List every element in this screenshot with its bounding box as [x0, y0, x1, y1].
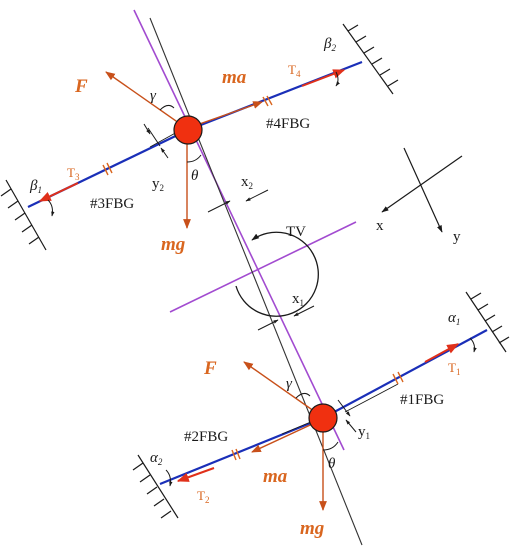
lower-assembly: F ma mg T1 T2 #1FBG #2FBG α1 α2 γ θ y1 x…: [132, 291, 510, 539]
upper-right-wall: [342, 23, 399, 95]
upper-tension-right-arrow: [301, 69, 346, 87]
lower-gamma-arc: [295, 392, 311, 399]
tv-label: TV: [286, 224, 306, 240]
lower-force-f-arrow: [243, 361, 322, 417]
horizontal-axis-line: [169, 221, 357, 313]
purple-axes: [133, 9, 357, 451]
lower-tension-right-label: T1: [448, 360, 460, 377]
lower-fiber-right: [322, 329, 488, 419]
lower-alpha1-label: α1: [448, 310, 460, 327]
lower-y-disp-label: y1: [358, 424, 370, 441]
upper-theta-label: θ: [191, 168, 199, 184]
lower-fiber-left: [159, 416, 324, 486]
lower-right-wall: [465, 291, 510, 353]
upper-gamma-arc: [159, 104, 175, 111]
lower-tension-right-arrow: [424, 343, 460, 363]
axis-y-label: y: [453, 229, 461, 245]
lower-fbg-marks: [231, 371, 404, 461]
upper-tension-right-label: T4: [288, 62, 301, 79]
lower-force-ma-label: ma: [263, 466, 288, 487]
axis-x-label: x: [376, 218, 384, 234]
upper-beta2-arc: [335, 71, 340, 87]
tv-rotation-arc: [235, 231, 319, 317]
lower-fbg-right-label: #1FBG: [400, 392, 444, 408]
upper-fbg-right-label: #4FBG: [266, 116, 310, 132]
lower-x-disp-label: x1: [292, 291, 304, 308]
lower-force-mg-label: mg: [300, 518, 324, 539]
lower-proof-mass: [308, 403, 338, 433]
lower-theta-arc: [322, 441, 339, 451]
upper-x-disp-label: x2: [241, 174, 253, 191]
upper-force-f-label: F: [74, 76, 88, 97]
lower-tension-left-label: T2: [197, 488, 209, 505]
lower-y-disp-marker: [337, 399, 357, 433]
upper-force-ma-label: ma: [222, 67, 247, 88]
upper-tension-left-label: T3: [67, 165, 80, 182]
upper-beta1-arc: [47, 199, 55, 217]
upper-fbg-marks: [102, 95, 273, 176]
lower-tension-left-arrow: [176, 467, 215, 482]
upper-fbg-left-label: #3FBG: [90, 196, 134, 212]
lower-x-disp-marker: [257, 305, 315, 331]
upper-proof-mass: [173, 115, 203, 145]
lower-alpha1-arc: [469, 337, 477, 353]
lower-left-wall: [132, 454, 179, 519]
lower-gamma-label: γ: [286, 376, 293, 392]
upper-gamma-label: γ: [150, 88, 157, 104]
upper-beta2-label: β2: [323, 36, 336, 53]
lower-alpha2-label: α2: [150, 450, 163, 467]
upper-x-disp-marker: [207, 189, 269, 213]
lower-alpha2-arc: [165, 469, 173, 487]
upper-y-disp-label: y2: [152, 176, 164, 193]
upper-beta1-label: β1: [29, 178, 42, 195]
lower-fbg-left-label: #2FBG: [184, 429, 228, 445]
upper-tension-left-arrow: [38, 182, 79, 202]
upper-left-wall: [0, 179, 47, 251]
upper-theta-arc: [186, 154, 202, 163]
upper-force-f-arrow: [105, 71, 187, 129]
offset-center-line: [149, 17, 363, 546]
vertical-axis-line: [133, 9, 345, 451]
lower-theta-label: θ: [328, 456, 336, 472]
upper-y-disp-marker: [143, 123, 169, 159]
lower-force-f-label: F: [203, 358, 217, 379]
reference-axes: [381, 147, 463, 233]
lower-force-ma-arrow: [251, 419, 322, 453]
upper-assembly: F ma mg T4 T3 #4FBG #3FBG β2 β1 γ θ y2 x…: [0, 23, 399, 255]
upper-force-mg-label: mg: [161, 234, 185, 255]
